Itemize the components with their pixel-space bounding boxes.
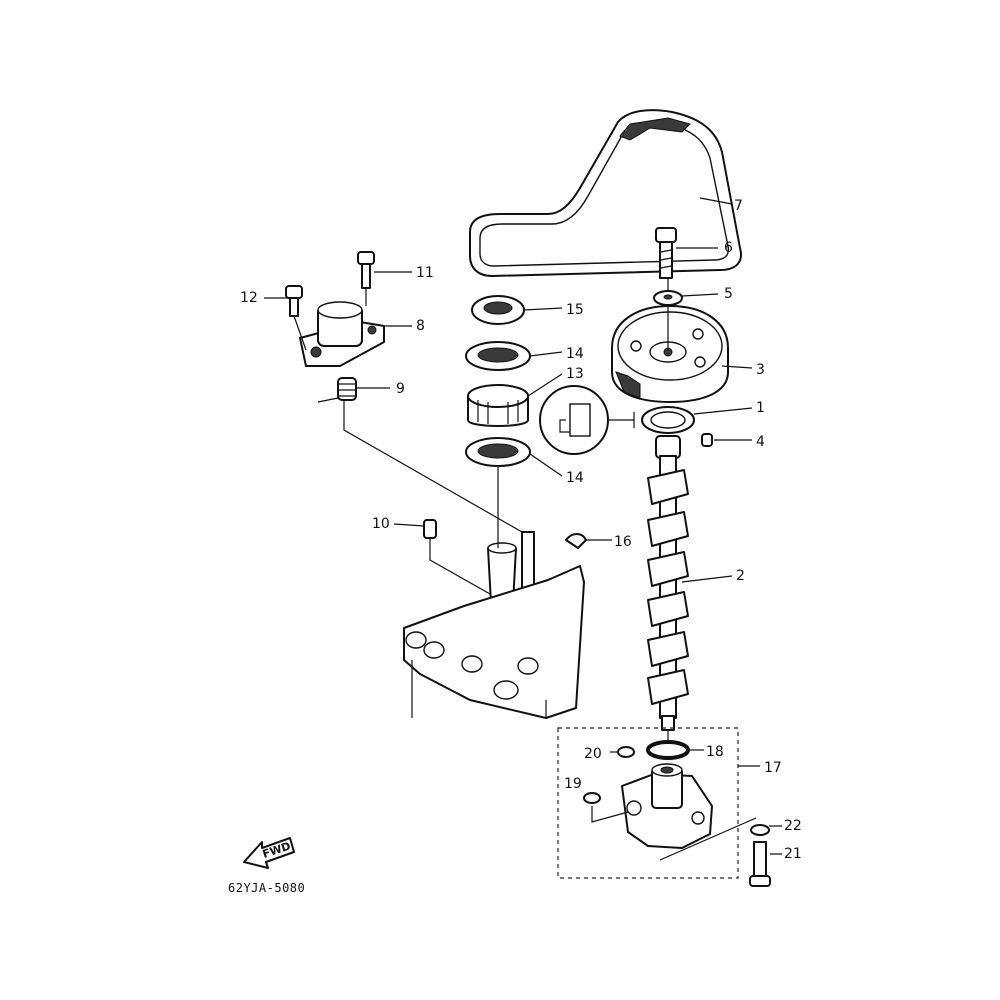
- o-ring-18: [646, 740, 690, 760]
- leader-lines: [264, 197, 782, 861]
- oil-pump-body: [621, 763, 713, 849]
- drawing-code: 62YJA-5080: [228, 881, 305, 895]
- washer-22: [750, 824, 770, 836]
- callout-14-lower: 14: [566, 470, 584, 486]
- callout-17: 17: [764, 760, 782, 776]
- bolt-21: [749, 841, 771, 887]
- callout-2: 2: [736, 568, 745, 584]
- callout-5: 5: [724, 286, 733, 302]
- seal-detail-view: [539, 385, 635, 455]
- washer-5: [653, 290, 683, 306]
- callout-15: 15: [566, 302, 584, 318]
- callout-8: 8: [416, 318, 425, 334]
- callout-16: 16: [614, 534, 632, 550]
- callout-20: 20: [584, 746, 602, 762]
- oil-seal-15: [471, 295, 525, 325]
- callout-4: 4: [756, 434, 765, 450]
- forward-direction-arrow: FWD: [243, 837, 295, 869]
- callout-19: 19: [564, 776, 582, 792]
- callout-12: 12: [240, 290, 258, 306]
- cylinder-block: [403, 531, 585, 719]
- callout-9: 9: [396, 381, 405, 397]
- callout-11: 11: [416, 265, 434, 281]
- callout-labels: 7 6 5 3 1 4 2 15 14 13 14 8 11 12 9 10 1…: [240, 198, 802, 862]
- callout-18: 18: [706, 744, 724, 760]
- bolt-12: [285, 285, 303, 317]
- belt-tensioner-8: [299, 301, 385, 367]
- callout-3: 3: [756, 362, 765, 378]
- callout-14-upper: 14: [566, 346, 584, 362]
- bolt-11: [357, 251, 375, 289]
- bolt-6: [655, 227, 677, 279]
- oil-seal-1: [641, 406, 695, 434]
- spring-9: [337, 377, 357, 401]
- thrust-plate-14-upper: [465, 341, 531, 371]
- needle-bearing-13: [467, 384, 529, 427]
- callout-1: 1: [756, 400, 765, 416]
- woodruff-key-16: [565, 533, 587, 549]
- callout-13: 13: [566, 366, 584, 382]
- oil-pump-assembly-box: [557, 727, 739, 879]
- o-ring-20: [617, 746, 635, 758]
- callout-6: 6: [724, 240, 733, 256]
- timing-belt: [469, 109, 742, 277]
- thrust-plate-14-lower: [465, 437, 531, 467]
- dowel-pin-10: [423, 519, 437, 539]
- callout-22: 22: [784, 818, 802, 834]
- camshaft: [647, 435, 689, 731]
- callout-21: 21: [784, 846, 802, 862]
- dowel-pin-4: [701, 433, 713, 447]
- callout-10: 10: [372, 516, 390, 532]
- camshaft-pulley: [611, 305, 729, 403]
- o-ring-19: [583, 792, 601, 804]
- callout-7: 7: [734, 198, 743, 214]
